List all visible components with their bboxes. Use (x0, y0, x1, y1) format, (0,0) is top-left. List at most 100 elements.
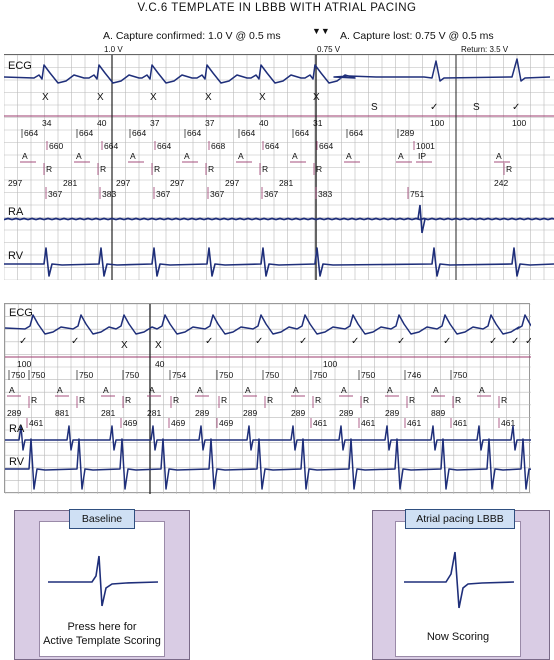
aa-interval: 750 (265, 370, 279, 380)
atrial-marker: A (57, 385, 63, 395)
atrial-pacing-panel[interactable]: Now Scoring Atrial pacing LBBB (372, 509, 550, 660)
figure-title: V.C.6 TEMPLATE IN LBBB WITH ATRIAL PACIN… (137, 2, 417, 14)
atrial-marker: A (184, 151, 190, 161)
va-interval: 461 (361, 418, 375, 428)
va-interval: 469 (123, 418, 137, 428)
atrial-marker: A (479, 385, 485, 395)
va-interval: 367 (210, 189, 224, 199)
atrial-marker: A (292, 151, 298, 161)
ra-label: RA (8, 206, 24, 218)
return-voltage-label: Return: 3.5 V (461, 45, 509, 54)
aa-interval: 664 (79, 128, 93, 138)
baseline-instruction-line1: Press here for (67, 621, 137, 633)
event-mark: X (155, 340, 162, 351)
baseline-tag[interactable]: Baseline (69, 509, 135, 529)
ventricular-marker: R (455, 395, 461, 405)
double-arrow-down-icon: ▼▼ (312, 26, 330, 36)
av-interval: 881 (55, 408, 69, 418)
vv-interval: 668 (211, 141, 225, 151)
atrial-marker: A (433, 385, 439, 395)
atrial-marker: A (398, 151, 404, 161)
aa-interval: 664 (132, 128, 146, 138)
vv-interval: 664 (265, 141, 279, 151)
ventricular-marker: R (315, 395, 321, 405)
ventricular-marker: R (208, 164, 214, 174)
av-interval: 281 (63, 178, 77, 188)
atrial-marker: A (9, 385, 15, 395)
av-interval: 889 (431, 408, 445, 418)
av-interval: 289 (291, 408, 305, 418)
aa-interval: 750 (79, 370, 93, 380)
ventricular-marker: R (501, 395, 507, 405)
atrial-marker: A (346, 151, 352, 161)
event-mark: X (150, 92, 157, 103)
ventricular-marker: R (316, 164, 322, 174)
event-mark: ✓ (511, 336, 519, 347)
aa-interval: 664 (349, 128, 363, 138)
av-interval: 281 (101, 408, 115, 418)
ventricular-marker: R (506, 164, 512, 174)
aa-interval: 750 (219, 370, 233, 380)
atrial-marker: A (245, 385, 251, 395)
rv-label: RV (9, 456, 25, 468)
atrial-marker: A (341, 385, 347, 395)
av-interval: 242 (494, 178, 508, 188)
event-mark: ✓ (512, 102, 520, 113)
atrial-marker: A (197, 385, 203, 395)
vv-interval: 664 (104, 141, 118, 151)
ventricular-marker: R (46, 164, 52, 174)
atrial-marker: A (76, 151, 82, 161)
event-mark: X (97, 92, 104, 103)
event-mark: ✓ (443, 336, 451, 347)
av-interval: 289 (7, 408, 21, 418)
ecg-label: ECG (9, 307, 33, 319)
atrial-marker: A (387, 385, 393, 395)
av-interval: 289 (243, 408, 257, 418)
event-mark: ✓ (430, 102, 438, 113)
baseline-panel[interactable]: Press here for Active Template Scoring B… (14, 509, 190, 660)
av-interval: 289 (339, 408, 353, 418)
va-interval: 461 (453, 418, 467, 428)
baseline-template-waveform (48, 555, 159, 607)
aa-interval: 664 (241, 128, 255, 138)
interval-value: 40 (259, 118, 269, 128)
vv-interval: 1001 (416, 141, 435, 151)
ventricular-marker: R (267, 395, 273, 405)
aa-interval: 750 (313, 370, 327, 380)
ventricular-marker: R (100, 164, 106, 174)
atrial-pacing-tag[interactable]: Atrial pacing LBBB (405, 509, 515, 529)
atrial-pacing-panel-window: Now Scoring (395, 521, 521, 657)
event-mark: ✓ (255, 336, 263, 347)
ventricular-marker: R (221, 395, 227, 405)
event-mark: X (205, 92, 212, 103)
va-interval: 367 (48, 189, 62, 199)
event-mark: ✓ (71, 336, 79, 347)
va-interval: 469 (219, 418, 233, 428)
va-interval: 383 (102, 189, 116, 199)
av-interval: 297 (225, 178, 239, 188)
aa-interval: 664 (24, 128, 38, 138)
voltage-075-label: 0.75 V (317, 45, 341, 54)
atrial-marker: A (130, 151, 136, 161)
ventricular-marker: R (173, 395, 179, 405)
vv-interval: 660 (49, 141, 63, 151)
event-mark: ✓ (205, 336, 213, 347)
event-mark: ✓ (397, 336, 405, 347)
baseline-panel-window: Press here for Active Template Scoring (39, 521, 165, 657)
ra-spike (417, 204, 426, 234)
interval-value: 37 (205, 118, 215, 128)
av-interval: 281 (147, 408, 161, 418)
ra-trace (4, 217, 554, 221)
interval-value: 100 (17, 359, 31, 369)
event-mark: S (371, 102, 378, 113)
interval-value: 100 (430, 118, 444, 128)
av-interval: 297 (8, 178, 22, 188)
av-interval: 289 (385, 408, 399, 418)
aa-interval: 750 (11, 370, 25, 380)
event-mark: X (313, 92, 320, 103)
now-scoring-label: Now Scoring (426, 631, 490, 643)
ecg-lower-trace (5, 314, 531, 335)
ra-label: RA (9, 423, 25, 435)
interval-value: 100 (512, 118, 526, 128)
aa-interval: 750 (31, 370, 45, 380)
